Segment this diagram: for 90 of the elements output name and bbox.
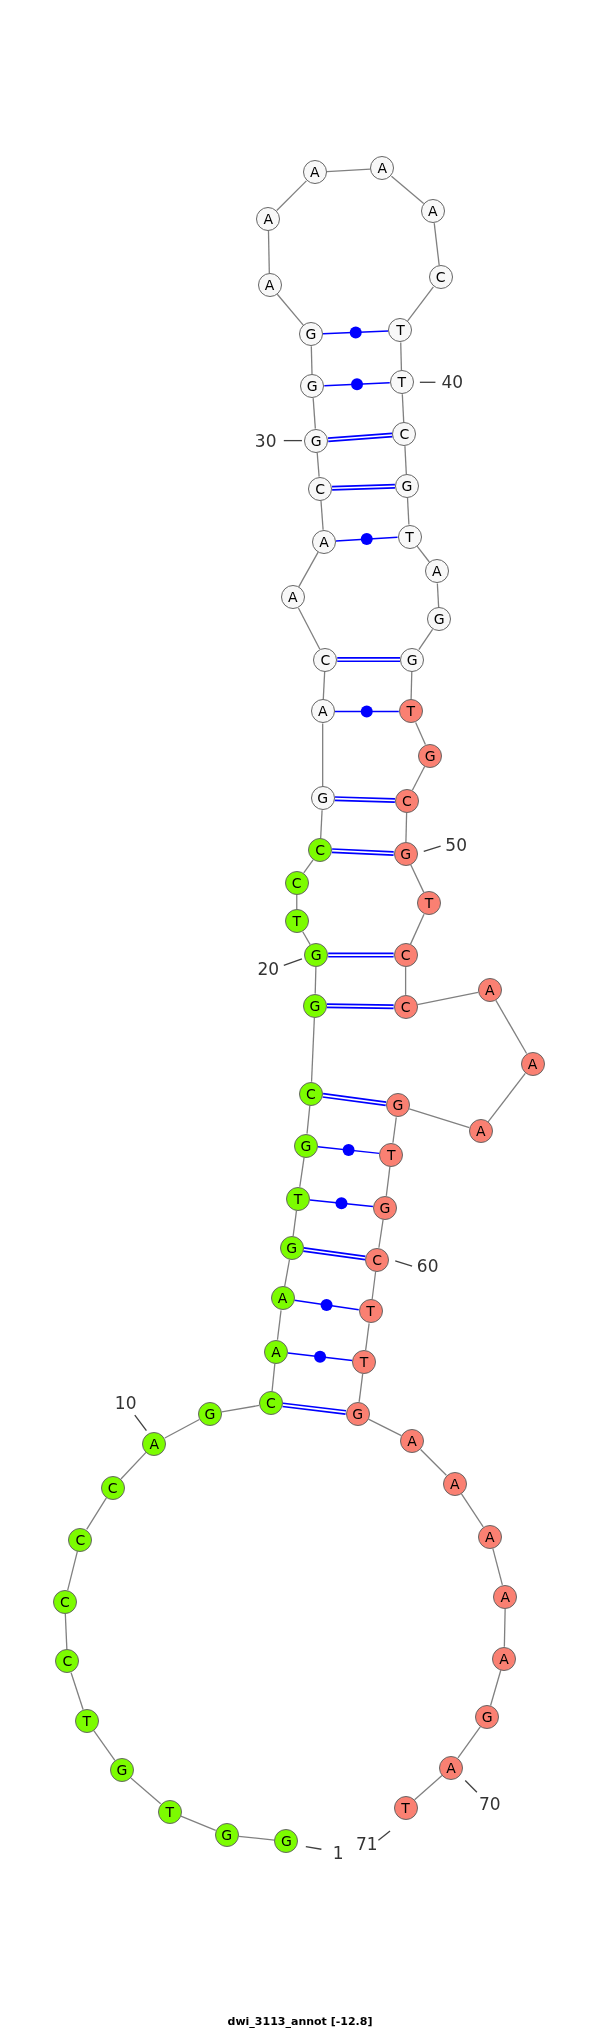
- backbone-line: [401, 393, 405, 423]
- backbone-line: [489, 1669, 502, 1707]
- base-pair-dot-line: [287, 1350, 353, 1363]
- backbone-line: [409, 913, 425, 945]
- base-pair-double-line: [281, 1402, 347, 1415]
- backbone-line: [299, 1156, 305, 1188]
- caption: dwi_3113_annot [-12.8]: [227, 2014, 373, 2030]
- backbone-line: [404, 445, 407, 475]
- backbone-line: [312, 397, 316, 430]
- backbone-line: [93, 1730, 116, 1762]
- backbone-line: [385, 1165, 391, 1197]
- backbone-line: [416, 545, 430, 563]
- backbone-line: [492, 1547, 503, 1586]
- position-number: 60: [416, 1257, 439, 1275]
- backbone-line: [358, 1373, 364, 1403]
- backbone-line: [316, 451, 320, 478]
- backbone-line: [292, 1209, 298, 1237]
- base-pair-dot-line: [322, 326, 390, 339]
- base-pair-double-line: [331, 848, 395, 856]
- position-number: 70: [479, 1795, 501, 1813]
- backbone-line: [487, 1072, 526, 1123]
- backbone-line: [320, 809, 323, 839]
- backbone-line: [276, 180, 308, 212]
- backbone-line: [405, 812, 408, 843]
- base-pair-double-line: [327, 432, 394, 443]
- backbone-line: [130, 1777, 162, 1805]
- backbone-line: [238, 1835, 276, 1841]
- backbone-line: [365, 1322, 370, 1351]
- backbone-line: [297, 607, 321, 650]
- backbone-line: [303, 859, 314, 874]
- backbone-line: [70, 1672, 84, 1711]
- backbone-line: [322, 722, 324, 787]
- backbone-line: [404, 966, 407, 996]
- backbone-line: [371, 1270, 377, 1301]
- position-number: 20: [257, 960, 280, 978]
- backbone-line: [326, 168, 371, 173]
- position-number: 30: [254, 432, 277, 450]
- backbone-line: [406, 497, 410, 526]
- base-pair-dot-line: [335, 533, 399, 546]
- backbone-line: [322, 670, 326, 701]
- backbone-line: [416, 991, 479, 1006]
- backbone-line: [276, 293, 304, 326]
- base-pair-dot-line: [293, 1298, 360, 1311]
- position-number: 1: [332, 1844, 344, 1862]
- backbone-line: [267, 230, 270, 274]
- backbone-line: [276, 1309, 282, 1341]
- backbone-line: [400, 341, 403, 371]
- base-pair-double-line: [326, 1003, 395, 1010]
- backbone-line: [310, 1016, 315, 1083]
- backbone-line: [392, 1116, 397, 1144]
- backbone-line: [310, 345, 313, 375]
- base-pair-double-line: [302, 1247, 367, 1261]
- backbone-line: [164, 1418, 200, 1439]
- backbone-line: [460, 1493, 484, 1528]
- backbone-line: [390, 175, 425, 205]
- backbone-line: [413, 1774, 443, 1801]
- base-pair-dot-line: [309, 1197, 374, 1210]
- base-pair-dot-line: [323, 378, 391, 391]
- base-pair-double-line: [327, 952, 395, 958]
- backbone-line: [320, 499, 324, 531]
- backbone-line: [120, 1451, 147, 1480]
- backbone-line: [415, 721, 427, 746]
- position-number: 50: [445, 836, 467, 854]
- backbone-line: [457, 1726, 481, 1759]
- position-number: 10: [114, 1394, 137, 1412]
- backbone-line: [306, 1105, 311, 1135]
- backbone-line: [180, 1815, 217, 1832]
- backbone-line: [410, 670, 413, 701]
- base-pair-dot-line: [333, 705, 400, 718]
- base-pair-double-line: [333, 796, 396, 803]
- backbone-line: [64, 1613, 68, 1650]
- backbone-line: [503, 1607, 506, 1648]
- backbone-line: [419, 1448, 447, 1476]
- backbone-line: [86, 1497, 108, 1530]
- backbone-line: [221, 1404, 260, 1413]
- base-pair-double-line: [336, 657, 401, 663]
- backbone-line: [271, 1362, 276, 1393]
- position-number: 71: [355, 1835, 378, 1853]
- backbone-line: [408, 1108, 470, 1129]
- base-pair-double-line: [322, 1092, 387, 1107]
- backbone-line: [436, 582, 440, 609]
- position-number: 40: [441, 373, 464, 391]
- base-pair-double-line: [331, 483, 396, 491]
- backbone-line: [67, 1550, 79, 1591]
- backbone-line: [378, 1219, 384, 1249]
- base-pair-dot-line: [317, 1144, 381, 1157]
- backbone-line: [433, 222, 440, 267]
- backbone-line: [314, 966, 317, 995]
- backbone-line: [284, 1259, 291, 1288]
- backbone-line: [407, 286, 434, 322]
